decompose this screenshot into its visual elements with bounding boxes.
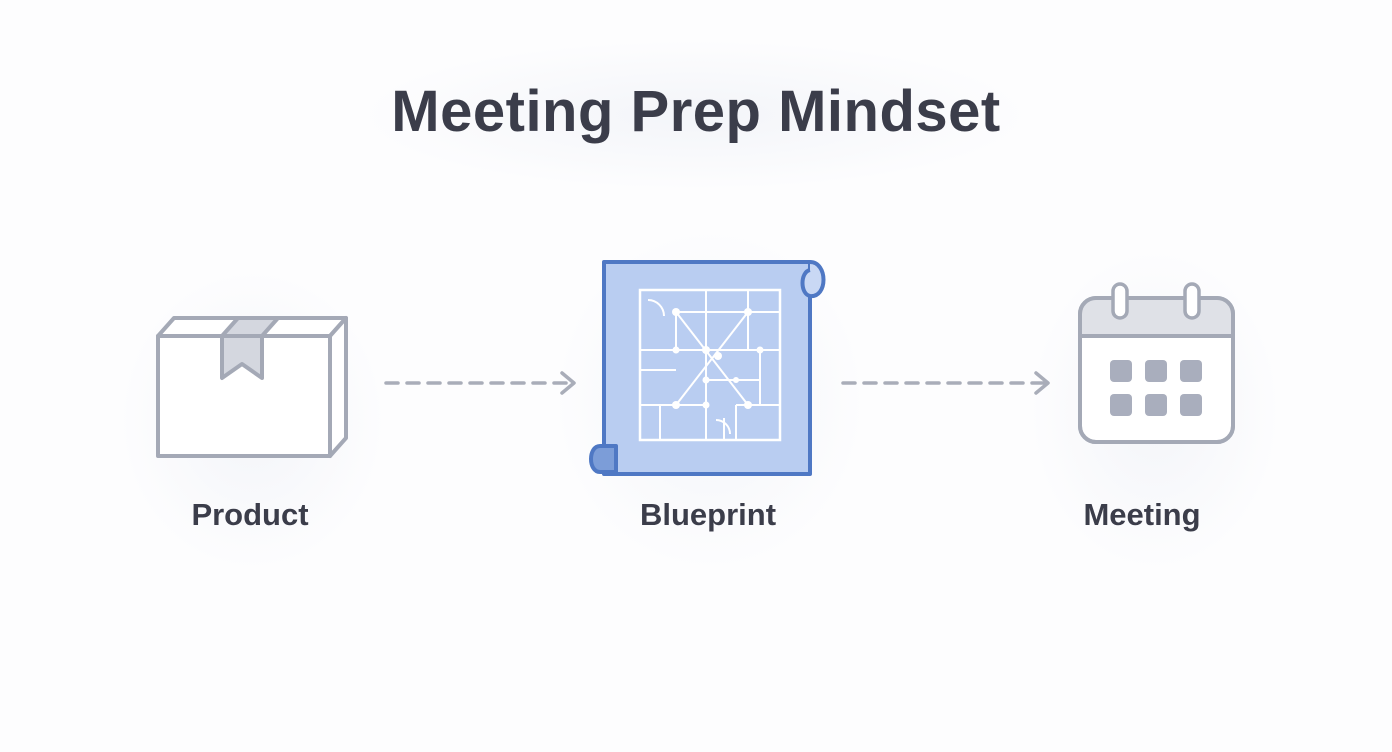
box-icon [156, 316, 348, 458]
title-glow [360, 40, 1030, 190]
diagram-title: Meeting Prep Mindset [391, 79, 1001, 144]
node-label-blueprint: Blueprint [639, 497, 777, 532]
node-label-meeting: Meeting [1083, 497, 1201, 532]
arrow-blueprint-to-meeting [841, 371, 1050, 395]
blueprint-icon [589, 260, 826, 476]
arrow-product-to-blueprint [384, 371, 576, 395]
calendar-icon [1078, 282, 1235, 444]
node-label-product: Product [191, 497, 309, 532]
